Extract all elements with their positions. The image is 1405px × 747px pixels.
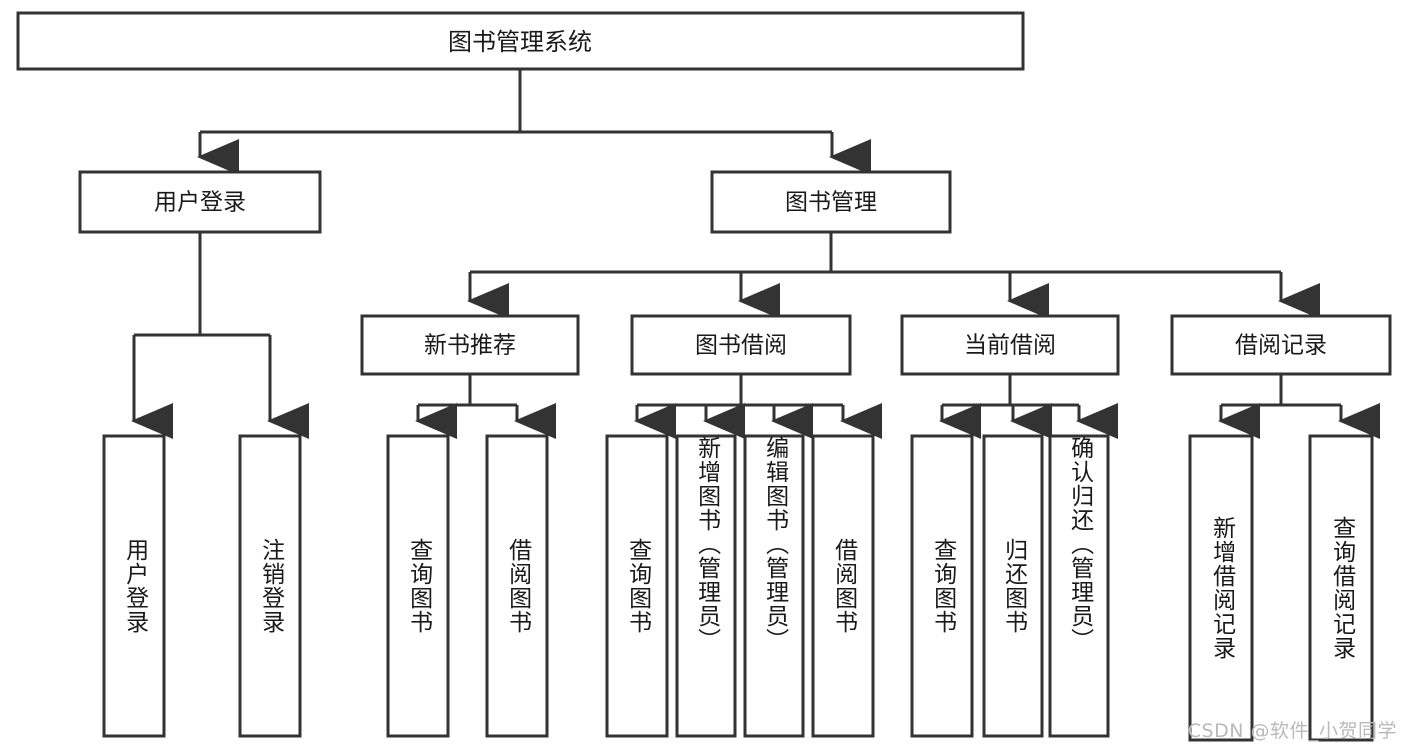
node-book-borrow-label: 图书借阅 <box>695 333 787 359</box>
node-current-borrow-rect <box>900 314 1120 376</box>
node-root-rect <box>16 11 1025 71</box>
connector-book-borrow-to-leaves <box>634 374 882 439</box>
leaf-box-borrow-book-1[interactable] <box>485 434 549 738</box>
node-book-borrow[interactable]: 图书借阅 <box>630 314 852 376</box>
node-book-management-label: 图书管理 <box>785 190 877 216</box>
node-current-borrow[interactable]: 当前借阅 <box>900 314 1120 376</box>
node-book-management-rect <box>710 170 952 234</box>
node-new-book-recommend[interactable]: 新书推荐 <box>360 314 580 376</box>
leaf-box-return-book[interactable] <box>982 434 1044 738</box>
node-borrow-record[interactable]: 借阅记录 <box>1170 314 1392 376</box>
leaf-box-logout[interactable] <box>238 434 302 738</box>
connector-user-login-to-leaves <box>131 232 309 439</box>
leaf-box-query-book-1[interactable] <box>386 434 450 738</box>
node-root[interactable]: 图书管理系统 <box>16 11 1025 71</box>
connector-current-borrow-to-leaves <box>939 374 1118 439</box>
leaf-box-user-login[interactable] <box>102 434 166 738</box>
leaf-box-add-borrow-record[interactable] <box>1188 434 1254 742</box>
connector-book-mgmt-to-level3 <box>467 232 1320 319</box>
node-book-borrow-rect <box>630 314 852 376</box>
node-borrow-record-label: 借阅记录 <box>1235 333 1327 359</box>
node-new-book-recommend-label: 新书推荐 <box>424 333 516 359</box>
connector-new-book-recommend-to-leaves <box>415 374 556 439</box>
connector-root-to-level2 <box>197 69 871 175</box>
leaf-box-borrow-book-2[interactable] <box>811 434 875 738</box>
node-user-login-label: 用户登录 <box>154 190 246 216</box>
leaf-box-query-book-3[interactable] <box>910 434 974 738</box>
leaf-box-query-borrow-record[interactable] <box>1308 434 1374 742</box>
node-new-book-recommend-rect <box>360 314 580 376</box>
node-current-borrow-label: 当前借阅 <box>964 333 1056 359</box>
leaf-box-confirm-return-admin[interactable] <box>1048 434 1110 738</box>
connector-borrow-record-to-leaves <box>1218 374 1380 439</box>
node-user-login[interactable]: 用户登录 <box>78 170 322 234</box>
leaf-box-edit-book-admin[interactable] <box>743 434 805 738</box>
node-borrow-record-rect <box>1170 314 1392 376</box>
leaf-boxes <box>102 434 1374 742</box>
leaf-box-add-book-admin[interactable] <box>675 434 737 738</box>
watermark: CSDN @软件_小贺同学 <box>1187 720 1397 742</box>
leaf-box-query-book-2[interactable] <box>605 434 669 738</box>
node-book-management[interactable]: 图书管理 <box>710 170 952 234</box>
node-root-label: 图书管理系统 <box>448 28 592 56</box>
